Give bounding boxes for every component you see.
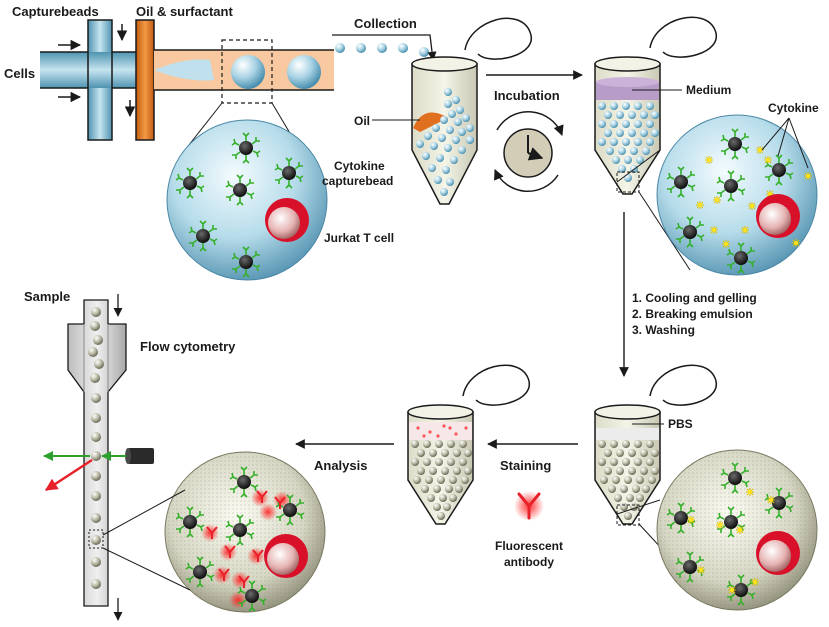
label-collection: Collection: [354, 16, 417, 31]
label-oil: Oil: [354, 114, 370, 128]
label-capturebeads: Capturebeads: [12, 4, 99, 19]
label-incubation: Incubation: [494, 88, 560, 103]
label-oil-surfactant: Oil & surfactant: [136, 4, 233, 19]
clock-icon: [494, 110, 564, 193]
label-cells: Cells: [4, 66, 35, 81]
stained-tube: [407, 364, 531, 525]
label-jurkat-t-cell: Jurkat T cell: [324, 231, 394, 245]
gelled-bead-zoom: [656, 449, 818, 611]
step-breaking-emulsion: 2. Breaking emulsion: [632, 307, 753, 321]
label-flow-cytometry: Flow cytometry: [140, 339, 236, 354]
label-staining: Staining: [500, 458, 551, 473]
label-analysis: Analysis: [314, 458, 367, 473]
collection-tube: [411, 17, 533, 205]
pbs-tube: [594, 364, 718, 526]
label-medium: Medium: [686, 83, 731, 97]
step-washing: 3. Washing: [632, 323, 695, 337]
collection-beads-stream: [335, 43, 429, 57]
flow-cell: [43, 299, 154, 607]
cytokine-bead-zoom: [656, 114, 818, 276]
label-antibody: antibody: [504, 555, 554, 569]
stained-bead-zoom: [164, 451, 326, 613]
label-fluorescent: Fluorescent: [495, 539, 563, 553]
step-cooling-gelling: 1. Cooling and gelling: [632, 291, 757, 305]
label-pbs: PBS: [668, 417, 693, 431]
label-cytokine-capturebead-2: capturebead: [322, 174, 393, 188]
label-cytokine: Cytokine: [768, 101, 819, 115]
fluorescent-antibody-icon: [514, 491, 544, 521]
label-sample: Sample: [24, 289, 70, 304]
label-cytokine-capturebead-1: Cytokine: [334, 159, 385, 173]
cytokine-capturebead-zoom: [166, 119, 328, 281]
microfluidic-chip: [40, 19, 334, 141]
